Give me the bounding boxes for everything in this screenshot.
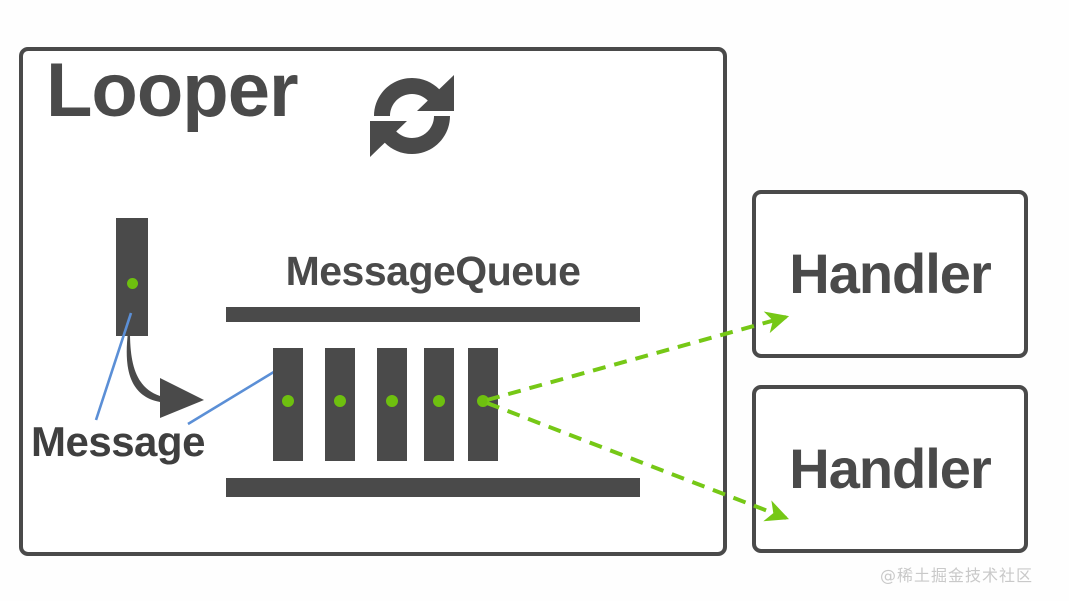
message-dot	[433, 395, 445, 407]
message-dot	[282, 395, 294, 407]
message-dot	[334, 395, 346, 407]
handler-label: Handler	[789, 242, 991, 305]
message-queue-title: MessageQueue	[285, 248, 581, 294]
queue-slot-5	[468, 348, 498, 461]
message-dot	[126, 278, 138, 289]
message-dot	[386, 395, 398, 407]
refresh-loop-icon	[370, 75, 454, 157]
handler-box-2: Handler	[752, 385, 1028, 553]
queue-slot-1	[273, 348, 303, 461]
message-label: Message	[31, 418, 205, 465]
message-dot	[477, 395, 489, 407]
standalone-message-bar	[116, 218, 148, 336]
message-queue-rail-bottom	[226, 478, 640, 497]
queue-slot-4	[424, 348, 454, 461]
message-queue-rail-top	[226, 307, 640, 322]
handler-label: Handler	[789, 437, 991, 500]
watermark: @稀土掘金技术社区	[880, 566, 1034, 585]
handler-box-1: Handler	[752, 190, 1028, 358]
curved-arrow-icon	[126, 332, 204, 418]
queue-slot-3	[377, 348, 407, 461]
looper-title: Looper	[46, 48, 299, 133]
queue-slot-2	[325, 348, 355, 461]
